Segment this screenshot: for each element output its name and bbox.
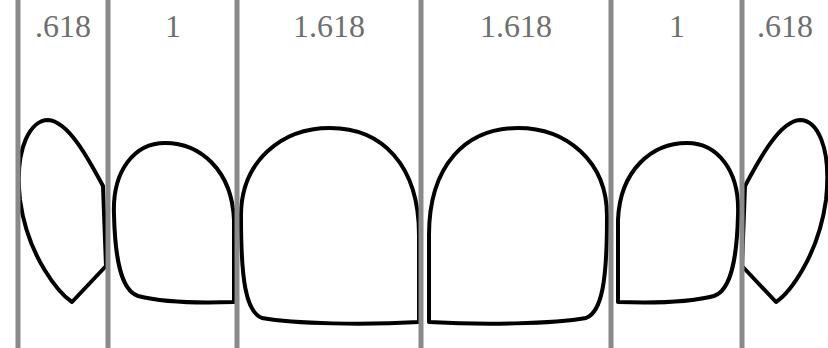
divider-line <box>106 0 111 348</box>
ratio-label: 1.618 <box>293 6 365 46</box>
central-incisor <box>429 128 607 324</box>
canine-tooth <box>19 120 106 302</box>
divider-line <box>16 0 21 348</box>
ratio-label: 1 <box>669 6 685 46</box>
divider-line <box>609 0 614 348</box>
ratio-label: 1 <box>165 6 181 46</box>
central-incisor <box>241 128 419 324</box>
ratio-label: .618 <box>757 6 813 46</box>
divider-line <box>419 0 424 348</box>
ratio-label: .618 <box>35 6 91 46</box>
lateral-incisor <box>618 143 738 302</box>
ratio-label: 1.618 <box>480 6 552 46</box>
lateral-incisor <box>114 143 234 302</box>
divider-line <box>740 0 745 348</box>
divider-line <box>235 0 240 348</box>
canine-tooth <box>742 120 827 302</box>
